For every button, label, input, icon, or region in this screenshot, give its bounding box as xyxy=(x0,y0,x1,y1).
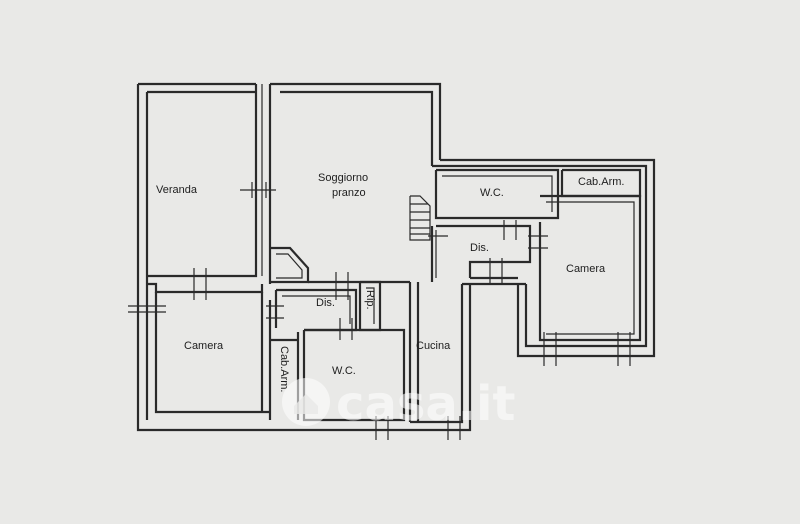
room-label-cab-arm-left: Cab.Arm. xyxy=(278,346,290,392)
room-label-camera-right: Camera xyxy=(566,263,606,275)
interior-walls xyxy=(147,84,642,422)
room-label-soggiorno: Soggiorno xyxy=(318,172,368,184)
room-label-cucina: Cucina xyxy=(416,340,451,352)
outer-walls xyxy=(136,82,656,432)
room-label-rip: Rip. xyxy=(364,290,376,310)
room-label-wc-bottom: W.C. xyxy=(332,365,356,377)
room-label-wc-top: W.C. xyxy=(480,187,504,199)
room-label-veranda: Veranda xyxy=(156,184,198,196)
watermark: casa.it xyxy=(282,376,515,432)
room-label-cab-arm-top: Cab.Arm. xyxy=(578,176,624,188)
room-label-dis-right: Dis. xyxy=(470,242,489,254)
door-marks xyxy=(128,182,631,440)
room-label-camera-left: Camera xyxy=(184,340,224,352)
staircase xyxy=(409,195,431,241)
room-label-pranzo: pranzo xyxy=(332,187,366,199)
house-icon xyxy=(282,378,330,426)
room-label-dis-center: Dis. xyxy=(316,297,335,309)
watermark-brand: casa.it xyxy=(336,376,515,432)
